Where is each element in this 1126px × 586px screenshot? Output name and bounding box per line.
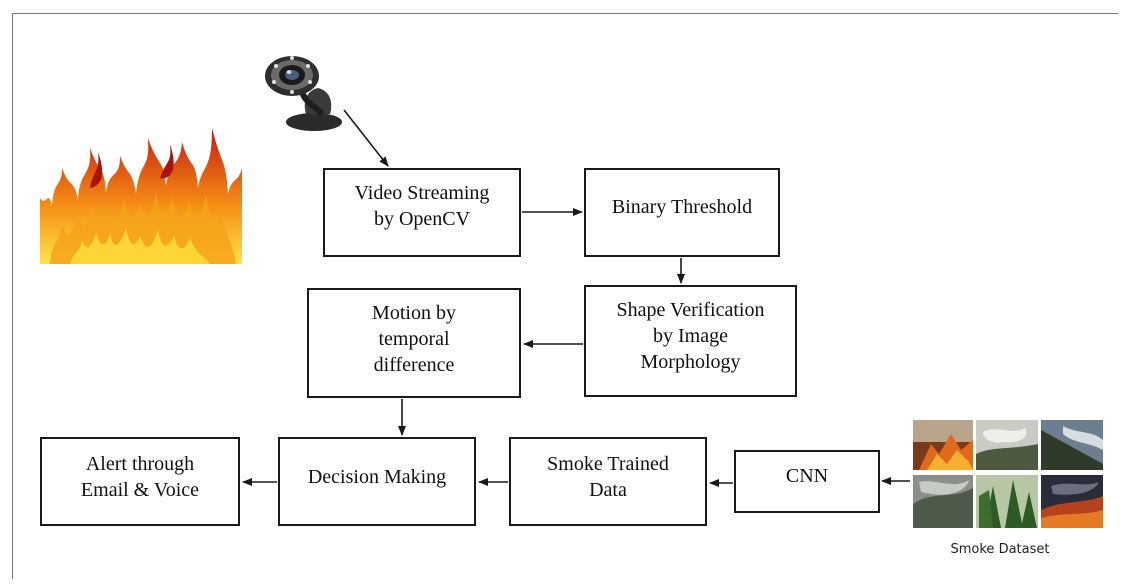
- node-decision-making: Decision Making: [278, 437, 476, 526]
- node-shape-verification-label: Shape Verification by Image Morphology: [616, 299, 765, 373]
- fire-icon: [40, 128, 242, 264]
- webcam-icon: [265, 56, 342, 131]
- smoke-dataset-thumbnails-icon: [913, 420, 1103, 528]
- node-shape-verification: Shape Verification by Image Morphology: [584, 285, 797, 397]
- node-cnn-label: CNN: [785, 465, 829, 487]
- node-decision-making-label: Decision Making: [307, 466, 447, 488]
- node-smoke-trained-data-label: Smoke Trained Data: [547, 453, 669, 501]
- node-smoke-trained-data: Smoke Trained Data: [509, 437, 707, 526]
- node-alert: Alert through Email & Voice: [40, 437, 240, 526]
- node-motion: Motion by temporal difference: [307, 288, 521, 398]
- node-video-streaming: Video Streaming by OpenCV: [323, 168, 521, 257]
- node-video-streaming-label: Video Streaming by OpenCV: [354, 182, 490, 230]
- node-motion-label: Motion by temporal difference: [372, 302, 456, 376]
- smoke-dataset-label: Smoke Dataset: [950, 542, 1050, 557]
- arrow-webcam-to-video: [343, 109, 389, 167]
- node-alert-label: Alert through Email & Voice: [80, 453, 200, 501]
- diagram-frame: [12, 13, 1118, 579]
- node-binary-threshold: Binary Threshold: [584, 168, 780, 257]
- node-binary-threshold-label: Binary Threshold: [611, 196, 753, 218]
- node-cnn: CNN: [734, 450, 880, 513]
